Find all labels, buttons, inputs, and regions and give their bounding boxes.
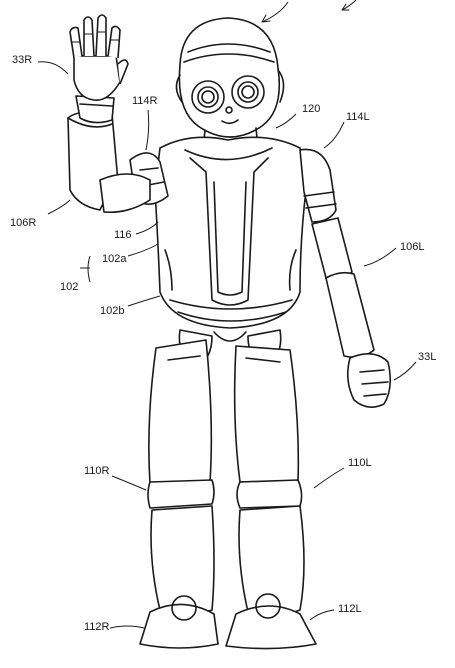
robot-right-arm [67,14,169,214]
label-106R: 106R [10,217,36,229]
label-102a: 102a [102,253,127,265]
label-33L: 33L [418,351,436,363]
label-116: 116 [114,229,132,241]
robot-left-arm [299,148,392,408]
label-33R: 33R [12,54,32,66]
robot-head [175,17,285,151]
label-106L: 106L [400,241,424,253]
robot-torso [154,136,307,367]
label-112L: 112L [338,603,362,615]
label-102b: 102b [100,305,124,317]
label-114L: 114L [346,111,370,123]
label-112R: 112R [84,621,110,633]
label-110L: 110L [348,457,372,469]
leader-lines [37,61,417,629]
label-114R: 114R [132,95,158,107]
top-arrows [261,0,357,23]
reference-labels: 33R 114R 120 114L 106R 116 102a 102 102b… [10,54,436,633]
robot-legs [139,339,317,650]
label-110R: 110R [84,465,110,477]
label-120: 120 [302,103,320,115]
label-102: 102 [60,281,78,293]
